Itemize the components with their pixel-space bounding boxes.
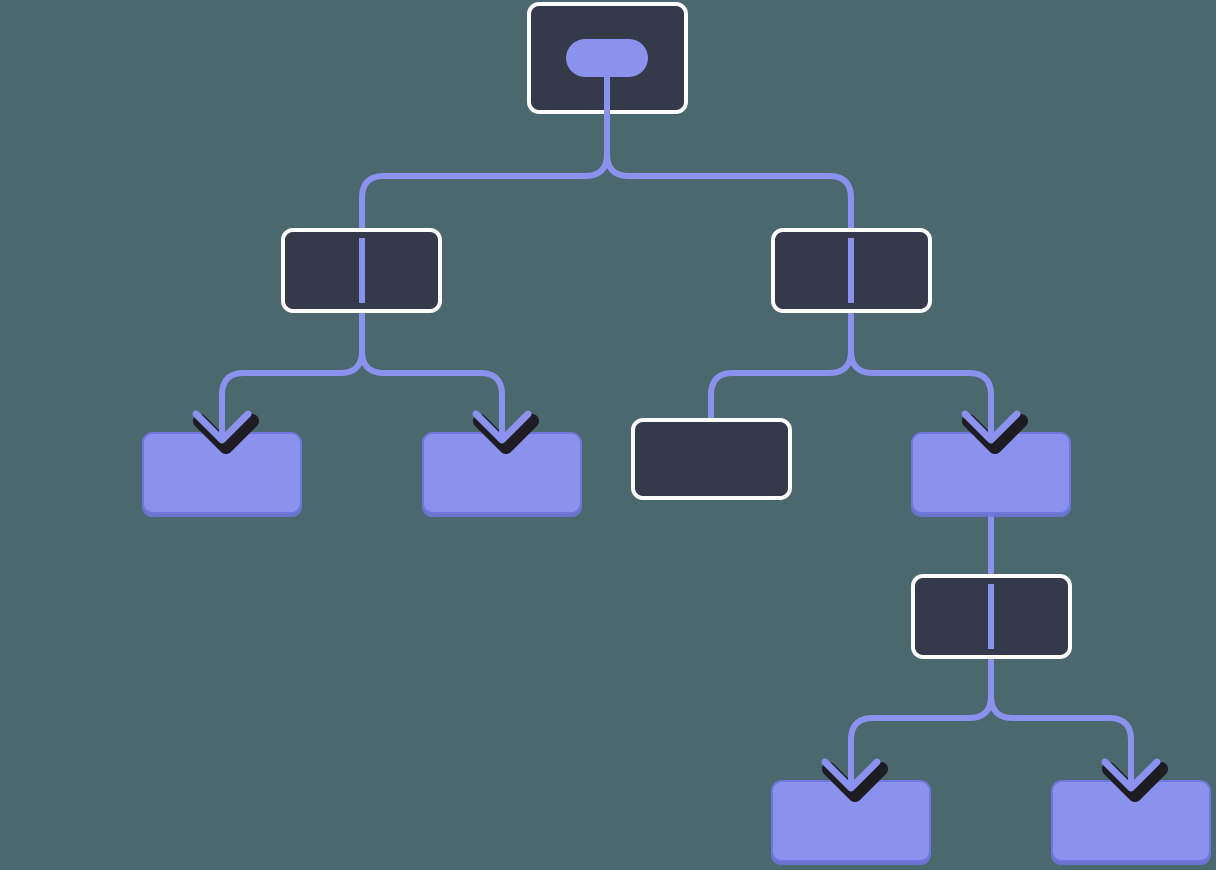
connector-l3-to-l4-left xyxy=(848,659,994,780)
connector-root-to-l1-right xyxy=(604,114,854,228)
arrow-layer xyxy=(192,404,1168,802)
connector-l3-to-l4-right xyxy=(988,659,1134,780)
connector-l1-left-to-l2-b xyxy=(359,313,505,432)
node-pill-badge xyxy=(566,39,648,77)
node-layer xyxy=(142,2,1211,865)
tick-layer xyxy=(359,77,994,649)
connector-root-to-l1-left xyxy=(359,114,610,228)
node-l2-d[interactable] xyxy=(911,432,1071,517)
node-l4-right[interactable] xyxy=(1051,780,1211,865)
connector-l1-right-to-l2-d xyxy=(848,313,994,432)
node-l2-b[interactable] xyxy=(422,432,582,517)
node-l2-a[interactable] xyxy=(142,432,302,517)
edge-layer xyxy=(219,114,1134,780)
node-root[interactable] xyxy=(527,2,688,114)
connector-l1-right-to-l2-c xyxy=(708,313,854,418)
node-l4-left[interactable] xyxy=(771,780,931,865)
node-l2-c[interactable] xyxy=(631,418,792,500)
node-body[interactable] xyxy=(631,418,792,500)
